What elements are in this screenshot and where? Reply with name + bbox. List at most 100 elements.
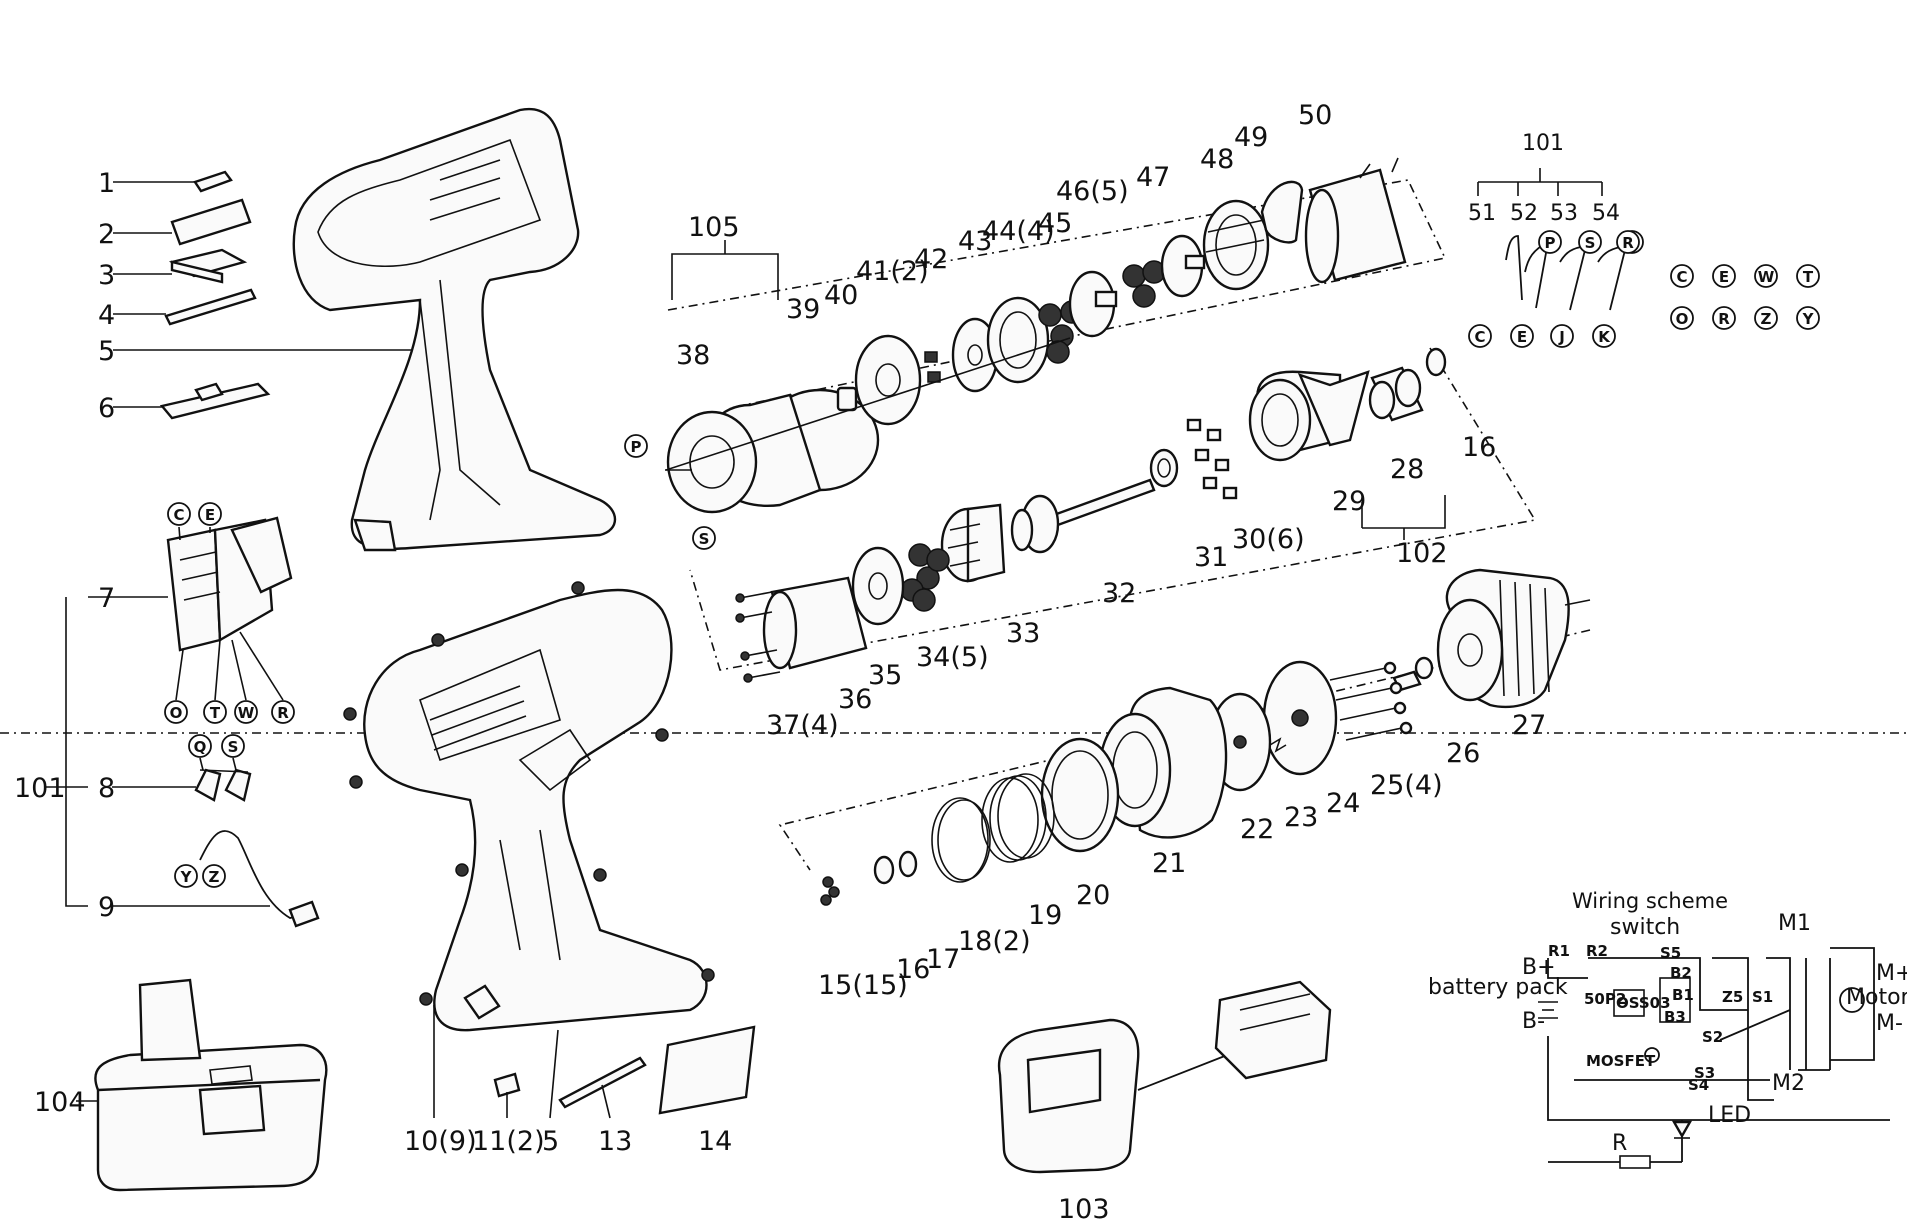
part-21-clutch-ring: [1098, 686, 1228, 839]
part-18-washers: [931, 797, 991, 883]
wiring-chip: OSS03: [1616, 994, 1671, 1012]
part-43-ring-gear: [986, 296, 1050, 384]
switch-top-0-circle: [167, 502, 191, 526]
pair-2-bottom: Z: [1761, 310, 1772, 328]
switch-top-0: C: [173, 506, 184, 524]
part-14-label: [658, 1025, 756, 1115]
wire-52-bottom-circle: [1510, 324, 1534, 348]
part-15-balls: [820, 876, 840, 906]
part-37-screws: [735, 591, 781, 683]
label-p9: 9: [98, 892, 115, 923]
part-6-clip: [113, 382, 271, 420]
wire-extra-top-circle: [1616, 230, 1640, 254]
pair-0-top: C: [1676, 268, 1687, 286]
label-p31: 31: [1194, 542, 1228, 573]
wiring-pin-R1: R1: [1548, 942, 1570, 960]
wiring-m-plus: M+: [1876, 961, 1907, 986]
part-33-ring-gear: [940, 503, 1006, 583]
part-30-balls: [1186, 418, 1238, 500]
label-p39: 39: [786, 294, 820, 325]
wire-51-bottom-circle: [1468, 324, 1492, 348]
screws-housing: [343, 581, 715, 1006]
wiring-r: R: [1612, 1131, 1627, 1156]
part-13-bit: [558, 1056, 647, 1119]
part-4-bit: [113, 288, 257, 326]
label-p44: 44(4): [982, 216, 1055, 247]
label-52: 52: [1510, 201, 1538, 226]
motor-letter-0-circle: [624, 434, 648, 458]
wire-53-bottom: J: [1558, 328, 1565, 346]
part-25-screws: [1329, 661, 1413, 741]
label-p35: 35: [868, 660, 902, 691]
wiring-b-minus: B-: [1522, 1009, 1545, 1034]
part-49-clip: [1260, 180, 1304, 244]
wire-9-1-circle: [202, 864, 226, 888]
label-p46: 46(5): [1056, 176, 1129, 207]
wire-54-bottom-circle: [1592, 324, 1616, 348]
label-p16a: 16: [1462, 432, 1496, 463]
switch-bottom-2-circle: [234, 700, 258, 724]
part-20-ring: [1040, 737, 1120, 853]
switch-bottom-0: O: [170, 704, 183, 722]
bracket-105: [671, 253, 779, 300]
label-p15: 15(15): [818, 970, 908, 1001]
motor-letter-0: P: [631, 438, 642, 456]
part-31-washer: [1149, 448, 1179, 488]
label-p7: 7: [98, 583, 115, 614]
label-p50: 50: [1298, 100, 1332, 131]
label-p29: 29: [1332, 486, 1366, 517]
label-p22: 22: [1240, 814, 1274, 845]
wiring-m-minus: M-: [1876, 1011, 1903, 1036]
label-p24: 24: [1326, 788, 1360, 819]
label-p21: 21: [1152, 848, 1186, 879]
pair-1-bottom-circle: [1712, 306, 1736, 330]
label-p49: 49: [1234, 122, 1268, 153]
label-p23: 23: [1284, 802, 1318, 833]
part-104-battery: [94, 978, 328, 1192]
part-38-motor: [665, 388, 880, 514]
label-p103: 103: [1058, 1194, 1110, 1224]
contact-0-circle: [188, 734, 212, 758]
pair-2-top: W: [1758, 268, 1775, 286]
label-p6: 6: [98, 393, 115, 424]
part-32-spindle: [1010, 478, 1156, 554]
label-51: 51: [1468, 201, 1496, 226]
wire-53-top-circle: [1578, 230, 1602, 254]
label-p36: 36: [838, 684, 872, 715]
wire-53: [1559, 244, 1588, 311]
part-46-planet-gears: [1122, 260, 1166, 308]
part-47-carrier: [1160, 234, 1206, 298]
pair-0-bottom-circle: [1670, 306, 1694, 330]
label-p43: 43: [958, 226, 992, 257]
pair-2-top-circle: [1754, 264, 1778, 288]
label-p32: 32: [1102, 578, 1136, 609]
switch-top-1-circle: [198, 502, 222, 526]
part-2-label: [113, 198, 252, 246]
motor-letter-1: S: [699, 530, 710, 548]
label-p1: 1: [98, 168, 115, 199]
label-p33: 33: [1006, 618, 1040, 649]
wire-52-bottom: E: [1517, 328, 1527, 346]
switch-bottom-0-circle: [164, 700, 188, 724]
wire-9-0-circle: [174, 864, 198, 888]
label-p19: 19: [1028, 900, 1062, 931]
part-29-housing: [1248, 370, 1370, 462]
part-19-spring: [981, 773, 1055, 863]
pair-2-bottom-circle: [1754, 306, 1778, 330]
label-p102: 102: [1396, 538, 1448, 569]
wire-9-1: Z: [209, 868, 220, 886]
wiring-pin-S3: S3: [1694, 1064, 1715, 1082]
wire-9-0: Y: [180, 868, 193, 886]
part-50-gear-housing: [1304, 157, 1407, 284]
wiring-pin-B1: B1: [1672, 986, 1694, 1004]
label-p38: 38: [676, 340, 710, 371]
part-17-washer: [898, 850, 918, 878]
part-27-chuck: [1436, 568, 1591, 709]
wire-51-bottom: C: [1474, 328, 1485, 346]
wiring-mosfet: MOSFET: [1586, 1052, 1656, 1070]
pair-1-top: E: [1719, 268, 1729, 286]
pair-1-bottom: R: [1718, 310, 1730, 328]
part-16b-washer: [873, 855, 895, 885]
